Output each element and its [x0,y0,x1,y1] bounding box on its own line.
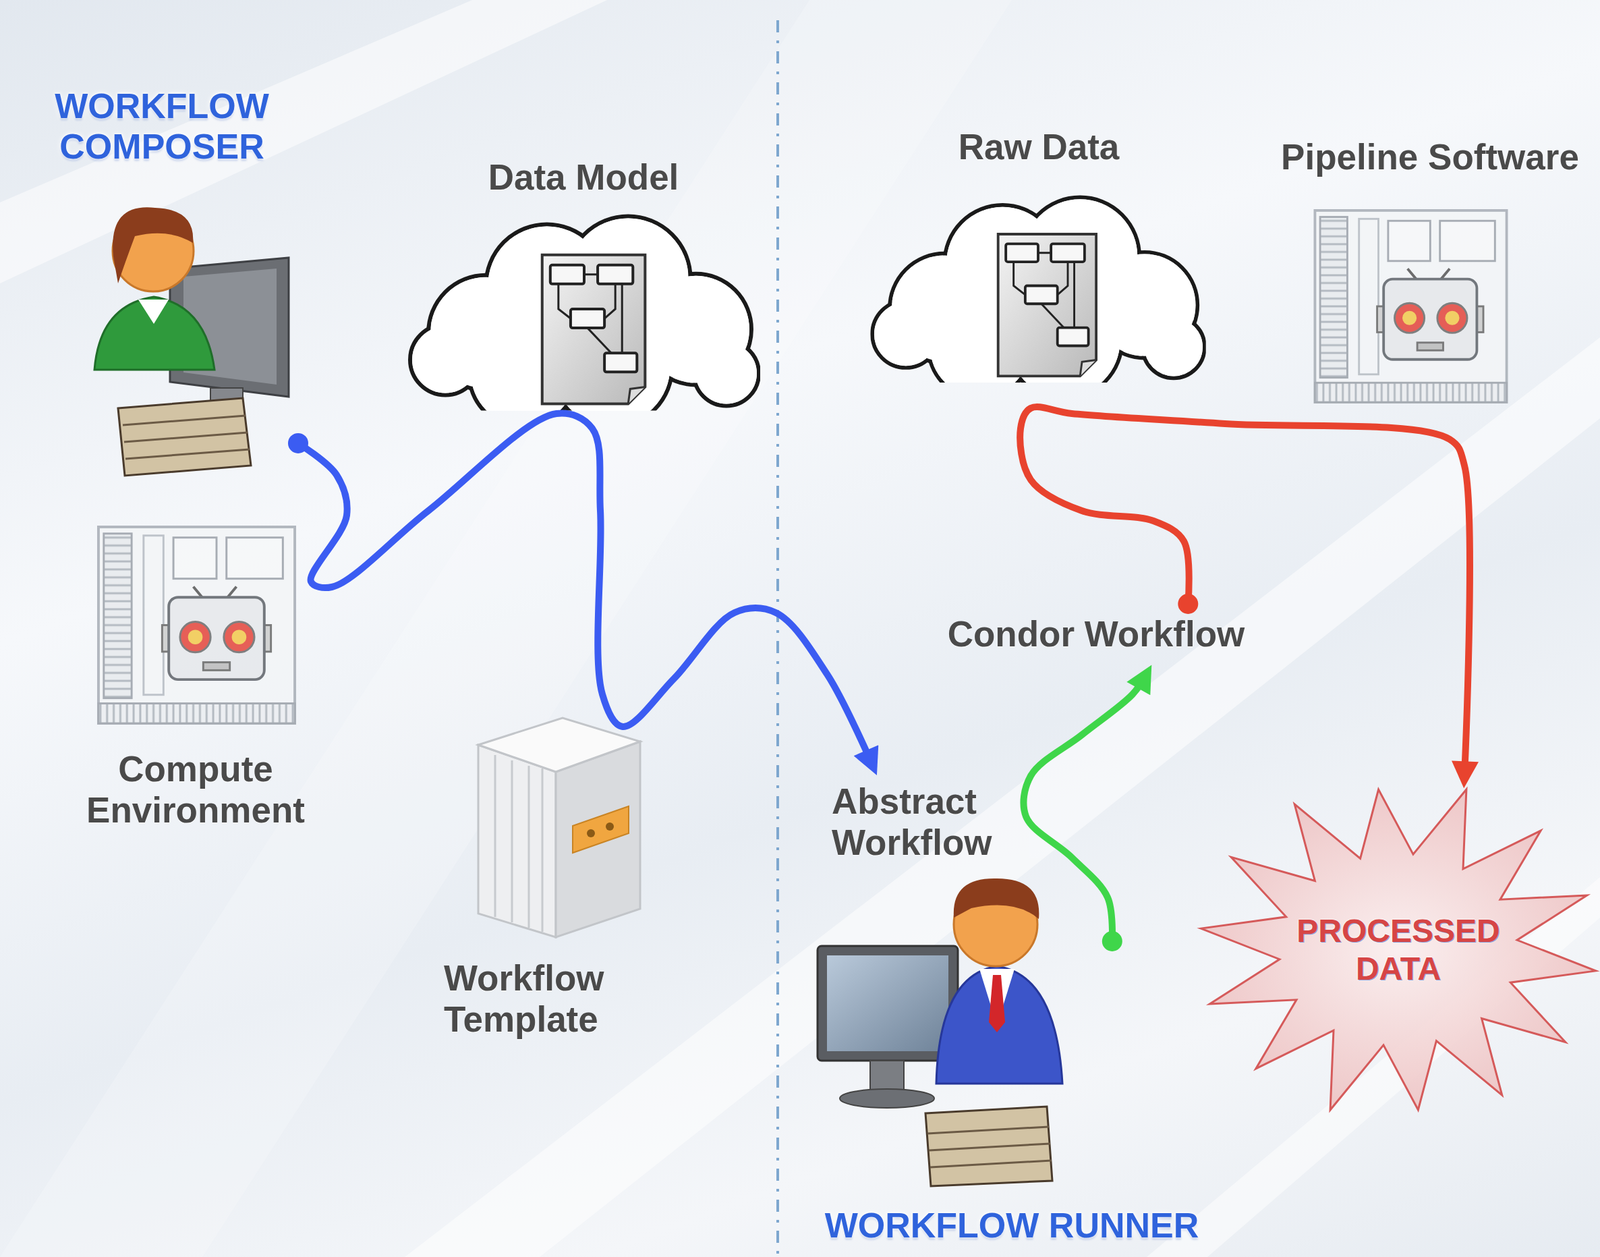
composer-person-part [122,415,250,459]
component-label: Abstract Workflow [831,781,1020,864]
flow-connector [288,412,873,765]
runner-person-part [839,1088,935,1108]
runner-person-part [817,945,958,1061]
component-label: Compute Environment [78,748,313,832]
data-model-cloud [410,215,759,427]
starburst-shape [1200,789,1596,1110]
processed-data-burst: PROCESSED DATA [1199,789,1598,1110]
data-model-node: Data Model [404,151,763,415]
raw-data-cloud [872,196,1205,398]
runner-person-part [870,1060,904,1091]
runner-person-part [925,1106,1053,1186]
composer-person-part [118,397,251,476]
composer-person-part [94,296,215,370]
runner-person-part [936,965,1063,1084]
start-dot [1177,593,1198,614]
component-label: Raw Data [958,126,1120,168]
component-label: Condor Workflow [947,613,1246,655]
result-label: PROCESSED DATA [1283,911,1513,987]
composer-person-part-part [122,415,246,425]
compute-machine [98,526,295,724]
raw-data-node: Raw Data [860,121,1218,385]
runner-person-part [988,974,1006,1033]
compute-node: Compute Environment [72,519,319,837]
template-server [478,717,641,937]
composer-person-part [138,299,169,324]
component-label: Pipeline Software [1280,136,1580,179]
runner-person-part-part [927,1126,1049,1134]
start-dot [1102,930,1123,952]
pipeline-machine [1314,210,1507,403]
composer-person-part-part [125,449,250,459]
pipeline-node: Pipeline Software [1271,131,1589,405]
runner-person [817,878,1063,1186]
composer-role: WORKFLOW COMPOSER [25,80,299,479]
composer-person [94,207,289,476]
runner-role: WORKFLOW RUNNER [809,940,1215,1252]
runner-person-part-part [928,1143,1051,1151]
runner-person-part-part [930,1160,1052,1167]
flow-connector [1019,406,1470,778]
runner-person-part [826,955,949,1051]
role-heading: WORKFLOW RUNNER [824,1205,1200,1246]
start-dot [288,433,309,454]
starburst-outline [1199,789,1598,1110]
condor-workflow-node: Condor Workflow [937,603,1255,665]
flow-arrow [298,412,873,765]
runner-person-part [953,878,1040,919]
component-label: Data Model [488,157,680,199]
template-node: Workflow Template [438,708,651,1046]
abstract-workflow-node: Abstract Workflow [826,775,1025,877]
flow-connector [1023,674,1147,952]
flow-arrow [1023,674,1147,941]
composer-person-part [112,207,193,284]
role-heading: WORKFLOW COMPOSER [31,86,293,168]
component-label: Workflow Template [443,957,645,1041]
flow-arrow [1019,406,1470,778]
divider-line [776,20,780,1257]
composer-person-part-part [124,432,248,442]
runner-person-part [927,1126,1052,1167]
background-streaks-part [0,0,1012,1257]
